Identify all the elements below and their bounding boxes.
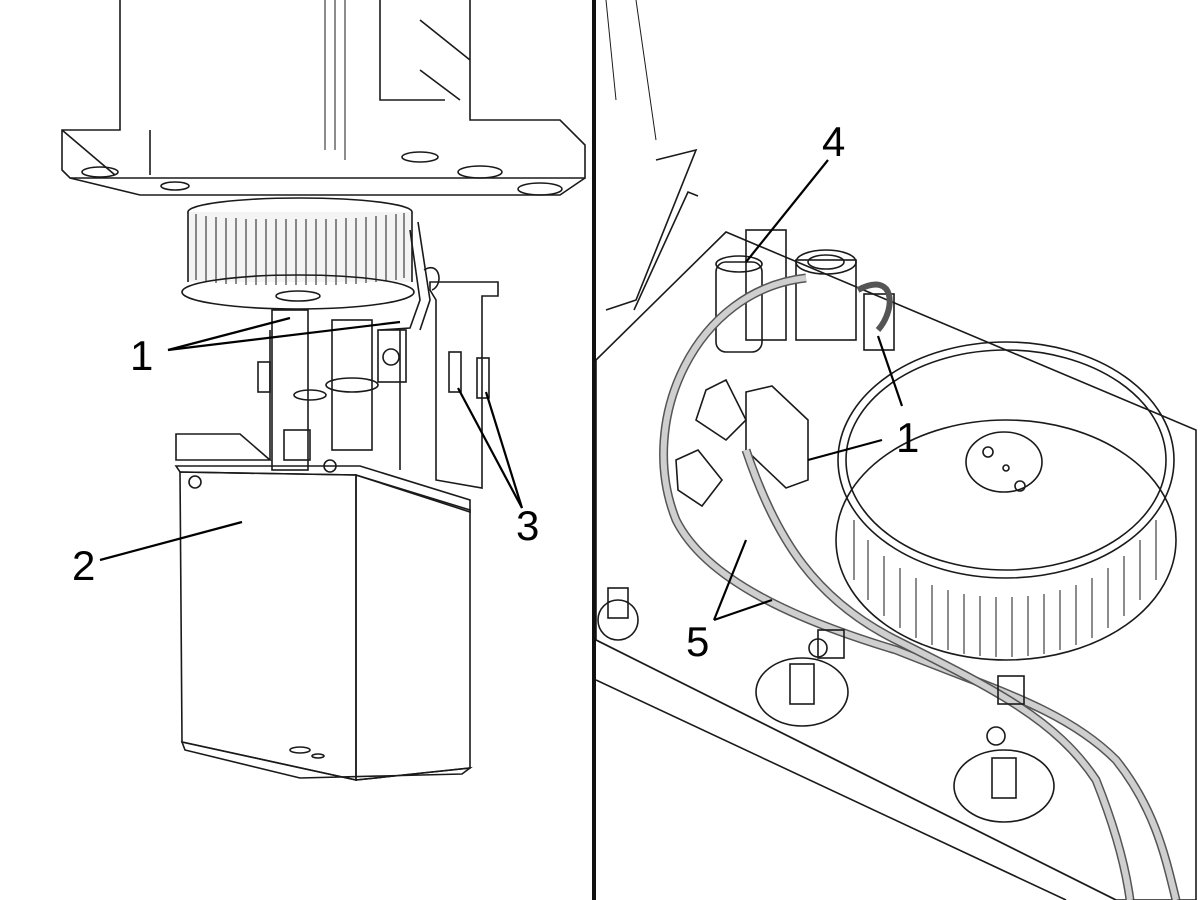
callout-1-right: 1	[896, 414, 919, 461]
leader-3b	[484, 391, 524, 509]
callout-3-left: 3	[516, 502, 539, 549]
pulley-top-view	[835, 341, 1177, 661]
pulley	[181, 197, 415, 310]
leader-5b	[712, 539, 748, 621]
cover-housing	[174, 433, 473, 781]
left-view-panel: 1 2 3	[0, 0, 592, 900]
panel-divider	[592, 0, 596, 900]
callout-4-right: 4	[822, 118, 845, 165]
leader-4	[745, 159, 829, 263]
base-plate	[596, 0, 1197, 900]
leader-1d	[807, 438, 883, 462]
left-view-illustration: 1 2 3	[61, 0, 586, 781]
components	[597, 249, 1055, 823]
right-view-panel: 4 1 5	[596, 0, 1200, 900]
right-view-illustration: 4 1 5	[596, 0, 1197, 900]
leader-1c	[876, 335, 904, 407]
shaft-assembly	[257, 221, 499, 489]
leader-5a	[713, 598, 773, 622]
cables	[659, 273, 1181, 900]
left-leader-lines	[99, 316, 524, 562]
leader-3a	[457, 387, 523, 509]
motor-housing	[61, 0, 586, 196]
right-leader-lines	[712, 159, 904, 622]
leader-1a	[167, 316, 291, 352]
leader-1b	[167, 320, 401, 352]
leader-2	[99, 520, 243, 562]
callout-1-left: 1	[130, 332, 153, 379]
callout-5-right: 5	[686, 618, 709, 665]
callout-2-left: 2	[72, 542, 95, 589]
